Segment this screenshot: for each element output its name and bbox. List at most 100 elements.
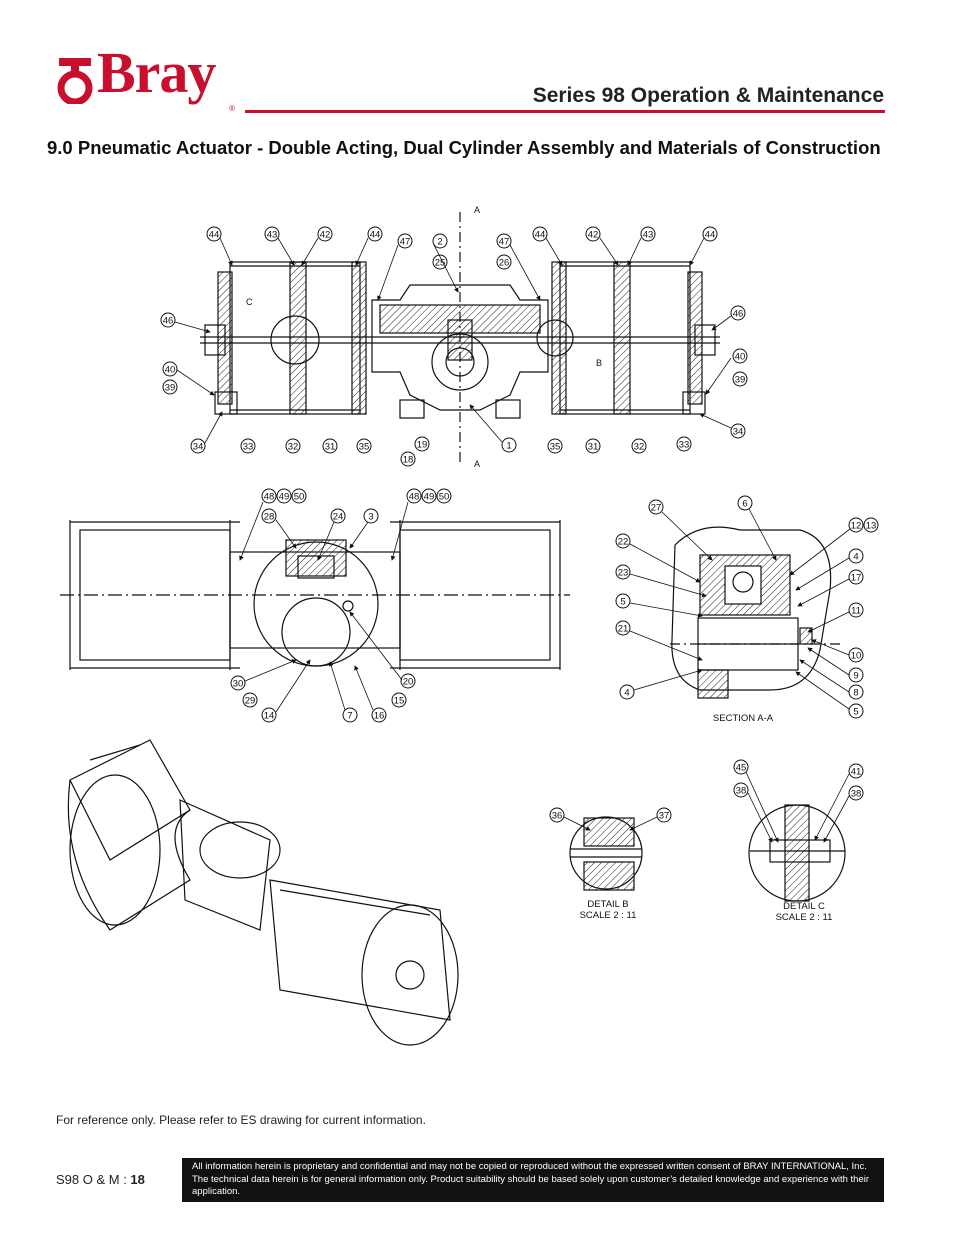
svg-text:44: 44 [705,230,716,241]
callout-balloon: 29 [242,692,258,708]
callout-balloon: 44 [367,226,383,242]
callout-balloon: 32 [631,438,647,454]
callout-balloon: 2 [432,233,448,249]
top-sectional-view [200,212,720,466]
section-caption: SECTION A-A [713,713,774,724]
svg-text:41: 41 [851,767,862,778]
svg-text:45: 45 [736,763,747,774]
callout-balloon: 38 [848,785,864,801]
svg-text:50: 50 [439,492,450,503]
detail-c-caption: DETAIL C [783,901,825,912]
svg-text:15: 15 [394,696,405,707]
svg-text:21: 21 [618,624,629,635]
svg-text:4: 4 [624,688,629,699]
callout-balloon: 32 [285,438,301,454]
callout-balloon: 43 [264,226,280,242]
svg-text:27: 27 [651,503,662,514]
isometric-view [67,739,459,1046]
detail-b-scale: SCALE 2 : 11 [580,910,637,921]
callout-balloon: 45 [733,759,749,775]
svg-text:10: 10 [851,651,862,662]
footer-disclaimer: All information herein is proprietary an… [182,1158,884,1202]
svg-text:25: 25 [435,258,446,269]
svg-text:40: 40 [165,365,176,376]
callout-balloon: 30 [230,675,246,691]
callout-balloon: 44 [532,226,548,242]
svg-text:32: 32 [634,442,645,453]
callout-balloon: 31 [322,438,338,454]
front-view [60,520,570,670]
callout-balloon: 50 [436,488,452,504]
callout-balloon: 12 [848,517,864,533]
svg-text:44: 44 [535,230,546,241]
svg-text:31: 31 [325,442,336,453]
svg-text:18: 18 [403,455,414,466]
svg-text:16: 16 [374,711,385,722]
svg-text:48: 48 [264,492,275,503]
svg-text:33: 33 [243,442,254,453]
callout-balloon: 33 [240,438,256,454]
header-rule [245,110,885,113]
callout-balloon: 20 [400,673,416,689]
svg-text:5: 5 [853,707,858,718]
svg-text:35: 35 [359,442,370,453]
svg-text:49: 49 [424,492,435,503]
callout-balloon: 4 [619,684,635,700]
callout-balloon: 28 [261,508,277,524]
svg-text:43: 43 [267,230,278,241]
callout-balloon: 40 [162,361,178,377]
detail-marker-b: B [596,358,602,368]
callout-balloon: 47 [496,233,512,249]
svg-text:1: 1 [506,441,511,452]
svg-text:47: 47 [499,237,510,248]
svg-text:48: 48 [409,492,420,503]
svg-text:31: 31 [588,442,599,453]
svg-text:38: 38 [736,786,747,797]
svg-text:32: 32 [288,442,299,453]
bray-logo-icon [57,58,93,104]
section-a-a-view [670,526,840,699]
callout-balloon: 42 [317,226,333,242]
callout-balloon: 10 [848,647,864,663]
svg-text:46: 46 [163,316,174,327]
svg-text:11: 11 [851,606,861,617]
svg-text:28: 28 [264,512,275,523]
callout-balloon: 6 [737,495,753,511]
svg-text:29: 29 [245,696,256,707]
detail-b-view [569,816,643,891]
svg-text:44: 44 [209,230,220,241]
callout-balloon: 35 [547,438,563,454]
callout-balloon: 36 [549,807,565,823]
callout-balloon: 26 [496,254,512,270]
svg-text:49: 49 [279,492,290,503]
svg-text:26: 26 [499,258,510,269]
callout-balloon: 37 [656,807,672,823]
callout-balloon: 3 [363,508,379,524]
svg-text:3: 3 [368,512,373,523]
svg-text:34: 34 [193,442,204,453]
callout-balloon: 14 [261,707,277,723]
svg-text:24: 24 [333,512,344,523]
svg-text:44: 44 [370,230,381,241]
callout-balloon: 49 [421,488,437,504]
callout-balloon: 11 [848,602,864,618]
callout-balloon: 43 [640,226,656,242]
callout-balloon: 16 [371,707,387,723]
svg-text:46: 46 [733,309,744,320]
callout-balloon: 46 [730,305,746,321]
svg-text:6: 6 [742,499,747,510]
brand-logo-text: Bray [97,40,216,105]
detail-c-view [748,804,846,902]
callout-balloon: 5 [615,593,631,609]
svg-text:20: 20 [403,677,414,688]
svg-text:8: 8 [853,688,858,699]
svg-text:36: 36 [552,811,563,822]
page-prefix: S98 O & M : [56,1172,131,1187]
callout-balloon: 35 [356,438,372,454]
svg-text:38: 38 [851,789,862,800]
detail-marker-c: C [246,297,253,307]
callout-balloon: 5 [848,703,864,719]
callout-balloon: 8 [848,684,864,700]
callout-balloon: 42 [585,226,601,242]
document-title: Series 98 Operation & Maintenance [532,84,884,107]
